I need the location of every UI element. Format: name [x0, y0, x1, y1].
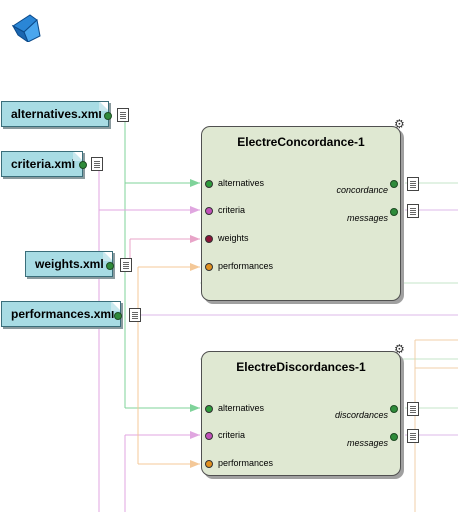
output-port-discordances-label: discordances [334, 410, 388, 420]
module-title: ElectreDiscordances-1 [236, 360, 366, 374]
file-performances[interactable]: performances.xml [1, 301, 121, 327]
document-icon[interactable] [407, 429, 419, 443]
port-label: alternatives [218, 403, 265, 413]
output-port-messages-label: messages [346, 213, 388, 223]
fold-corner [73, 152, 82, 161]
port-dot [205, 206, 213, 215]
port-label: performances [218, 261, 274, 271]
input-port-criteria[interactable]: criteria [205, 205, 245, 215]
output-port-concordance-label: concordance [336, 185, 388, 195]
file-criteria[interactable]: criteria.xml [1, 151, 83, 177]
output-port-concordance[interactable] [390, 180, 398, 188]
file-criteria-port[interactable] [79, 161, 87, 169]
document-icon[interactable] [407, 177, 419, 191]
file-weights[interactable]: weights.xml [25, 251, 113, 277]
document-icon[interactable] [407, 204, 419, 218]
port-label: performances [218, 458, 274, 468]
module-electre-discordances[interactable]: ElectreDiscordances-1 alternatives crite… [201, 351, 401, 476]
gear-icon[interactable]: ⚙ [394, 342, 405, 356]
output-port-messages-label: messages [346, 438, 388, 448]
output-port-messages[interactable] [390, 433, 398, 441]
file-performances-label: performances.xml [11, 307, 115, 321]
input-port-alternatives[interactable]: alternatives [205, 403, 264, 413]
port-dot [205, 179, 213, 188]
input-port-criteria[interactable]: criteria [205, 430, 245, 440]
file-performances-port[interactable] [114, 312, 122, 320]
port-label: weights [218, 233, 249, 243]
file-alternatives-port[interactable] [104, 112, 112, 120]
fold-corner [111, 302, 120, 311]
input-port-alternatives[interactable]: alternatives [205, 178, 264, 188]
port-dot [205, 404, 213, 413]
file-criteria-label: criteria.xml [11, 157, 76, 171]
module-title: ElectreConcordance-1 [237, 135, 365, 149]
port-dot [205, 234, 213, 243]
output-port-discordances[interactable] [390, 405, 398, 413]
input-port-performances[interactable]: performances [205, 261, 273, 271]
port-label: criteria [218, 430, 246, 440]
workflow-logo-icon [11, 14, 41, 42]
document-icon[interactable] [120, 258, 132, 272]
port-dot [205, 262, 213, 271]
file-alternatives[interactable]: alternatives.xml [1, 101, 109, 127]
file-weights-label: weights.xml [35, 257, 104, 271]
document-icon[interactable] [117, 108, 129, 122]
module-electre-concordance[interactable]: ElectreConcordance-1 alternatives criter… [201, 126, 401, 301]
port-dot [205, 431, 213, 440]
port-dot [205, 459, 213, 468]
file-weights-port[interactable] [106, 262, 114, 270]
input-port-performances[interactable]: performances [205, 458, 273, 468]
file-alternatives-label: alternatives.xml [11, 107, 102, 121]
output-port-messages[interactable] [390, 208, 398, 216]
document-icon[interactable] [407, 402, 419, 416]
port-label: alternatives [218, 178, 265, 188]
gear-icon[interactable]: ⚙ [394, 117, 405, 131]
document-icon[interactable] [91, 157, 103, 171]
document-icon[interactable] [129, 308, 141, 322]
fold-corner [99, 102, 108, 111]
port-label: criteria [218, 205, 246, 215]
input-port-weights[interactable]: weights [205, 233, 249, 243]
fold-corner [103, 252, 112, 261]
